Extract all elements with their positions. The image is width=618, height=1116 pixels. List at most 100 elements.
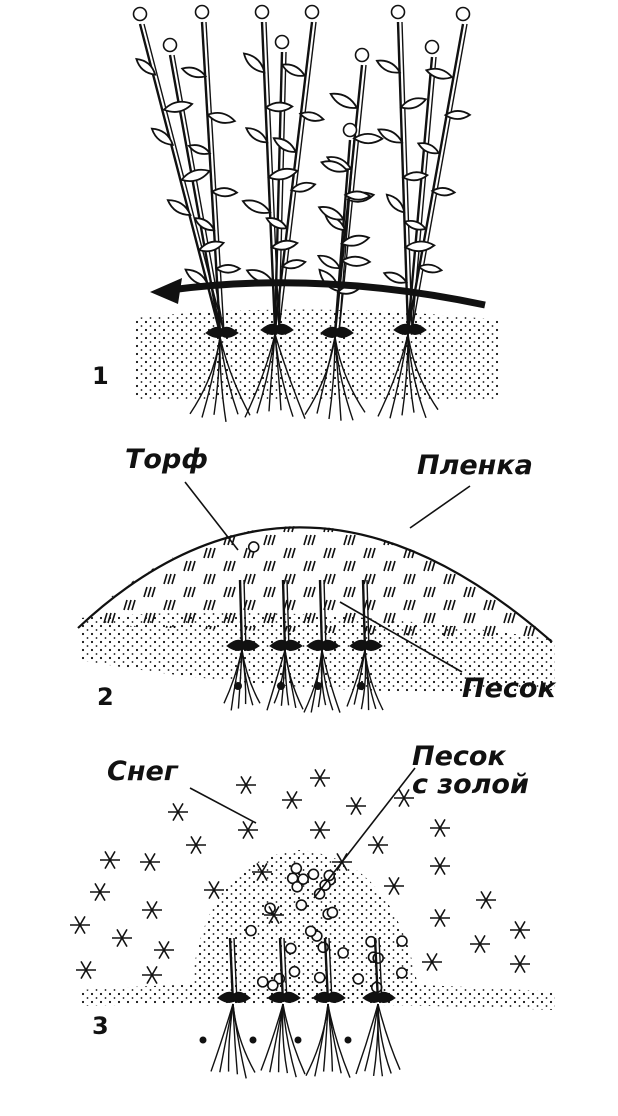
root [219,336,227,422]
root-nodule [344,1036,352,1044]
leader-snow [189,787,257,824]
label-sand-with-ash: Песок с золой [412,741,529,801]
stem [228,937,235,1003]
crown-bud [312,991,346,1003]
snowflake-ray [256,862,268,882]
root [353,649,366,705]
leader-sand [339,601,463,673]
leaf [241,199,272,214]
ash-grain [290,862,303,875]
snowflake-ray [314,820,326,840]
panel-3-snow-cover [70,767,555,1079]
snowflake-icon [100,850,120,870]
root [219,336,239,415]
ash-grain [326,906,339,919]
flower-head [132,6,148,22]
leaf [399,97,428,110]
leaf [382,271,409,284]
leaf [329,92,359,109]
label-film: Пленка [417,450,533,481]
leaf [187,144,212,155]
ash-grain [285,942,297,955]
snowflake-ray [474,934,486,954]
root [321,649,341,713]
snowflake-ray [514,954,526,974]
leaf [417,263,444,274]
stem-edge [205,21,225,334]
snowflake-ray [514,920,526,940]
leaf [403,220,428,231]
root [377,1003,401,1070]
flower-head [342,122,358,138]
leaf [430,187,457,197]
ash-grain [313,888,326,900]
snowflake-ray [398,788,410,808]
snowflake-ray [172,802,184,822]
leaf [340,234,371,247]
snowflake-icon [394,788,414,808]
flower-head [390,4,406,20]
flower-head [274,34,290,50]
stem-edge [283,937,288,1003]
leaf [166,199,192,216]
leaf [316,254,342,269]
snowflake-icon [204,880,224,900]
snowflake-ray [434,908,446,928]
leaf [317,206,345,221]
ash-grain [323,869,336,882]
stem-edge [328,937,333,1003]
snowflake-ray [480,890,492,910]
ash-grain [267,979,279,992]
snowflake-icon [422,952,442,972]
snowflake-icon [252,862,272,882]
root-nodule [357,682,365,690]
root [244,333,276,418]
leaf [424,67,454,80]
crown-bud [226,639,260,651]
root [281,1003,289,1074]
cutting-3 [294,937,351,1078]
crown-bud [393,323,427,335]
snowflake-ray [158,940,170,960]
leaf [197,240,226,253]
sand-grain [247,541,260,553]
root [364,1003,379,1072]
leader-sand-ash [313,767,416,899]
stem [281,579,287,651]
leader-peat [184,481,239,551]
snowflake-icon [510,954,530,974]
snowflake-ray [350,796,362,816]
flower-head [194,4,210,20]
root [201,336,221,418]
root [377,1003,392,1074]
stem-edge [366,579,370,651]
snowflake-icon [168,802,188,822]
peat-fill [78,526,552,640]
root [232,1003,256,1073]
arrow-head [150,278,182,304]
root-nodule [249,1036,257,1044]
label-sand: Песок [462,673,556,704]
flower-head [254,4,270,20]
label-peat: Торф [125,444,209,475]
film-cover [77,526,553,643]
snowflake-icon [90,882,110,902]
leaf [272,137,298,153]
stem [323,937,330,1003]
snowflake-ray [146,965,158,985]
snowflake-icon [112,928,132,948]
leaf [280,63,307,77]
panel-number-2: 2 [97,683,114,711]
soil [135,309,500,400]
root-nodule [199,1036,207,1044]
leaf [385,193,406,214]
stem-edge [323,579,327,651]
root [268,333,276,412]
stem-edge [243,579,247,651]
stem [318,579,324,651]
leaf [289,181,317,193]
snowflake-ray [104,850,116,870]
plant-4 [375,4,472,419]
snowflake-ray [144,852,156,872]
leaf [375,59,402,74]
